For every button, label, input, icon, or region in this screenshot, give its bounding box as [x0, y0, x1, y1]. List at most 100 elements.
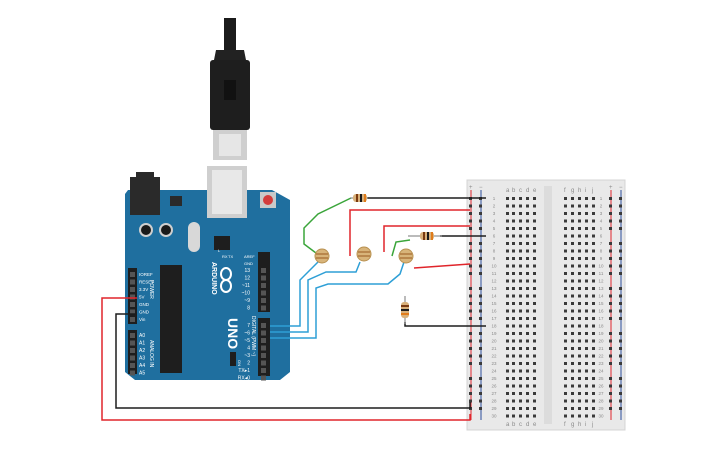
- breadboard-hole[interactable]: [506, 204, 509, 208]
- breadboard-hole[interactable]: [592, 227, 595, 230]
- breadboard-hole[interactable]: [526, 309, 529, 313]
- breadboard-hole[interactable]: [519, 242, 522, 245]
- breadboard-hole[interactable]: [519, 264, 522, 268]
- rail-hole[interactable]: [469, 212, 472, 215]
- breadboard-hole[interactable]: [585, 339, 588, 343]
- breadboard-hole[interactable]: [512, 347, 515, 350]
- breadboard-hole[interactable]: [585, 249, 588, 253]
- analog-pin[interactable]: [130, 363, 135, 368]
- breadboard-hole[interactable]: [578, 294, 581, 298]
- breadboard-hole[interactable]: [564, 204, 567, 208]
- breadboard-hole[interactable]: [571, 332, 574, 335]
- breadboard-hole[interactable]: [506, 317, 509, 320]
- breadboard-hole[interactable]: [506, 227, 509, 230]
- rail-hole[interactable]: [479, 227, 482, 230]
- breadboard-hole[interactable]: [506, 392, 509, 395]
- breadboard-hole[interactable]: [592, 242, 595, 245]
- rail-hole[interactable]: [609, 249, 612, 253]
- rail-hole[interactable]: [469, 384, 472, 388]
- breadboard-hole[interactable]: [564, 392, 567, 395]
- breadboard-hole[interactable]: [506, 324, 509, 328]
- rail-hole[interactable]: [619, 354, 622, 358]
- breadboard-hole[interactable]: [564, 242, 567, 245]
- breadboard-hole[interactable]: [526, 272, 529, 275]
- breadboard-hole[interactable]: [533, 414, 536, 418]
- breadboard-hole[interactable]: [564, 317, 567, 320]
- breadboard-hole[interactable]: [564, 287, 567, 290]
- breadboard-hole[interactable]: [512, 287, 515, 290]
- breadboard-hole[interactable]: [526, 392, 529, 395]
- wire-5v-red[interactable]: [101, 297, 471, 421]
- breadboard-hole[interactable]: [571, 362, 574, 365]
- rail-hole[interactable]: [619, 272, 622, 275]
- rail-hole[interactable]: [609, 399, 612, 403]
- breadboard-hole[interactable]: [519, 257, 522, 260]
- breadboard-hole[interactable]: [571, 287, 574, 290]
- rail-hole[interactable]: [479, 339, 482, 343]
- digital-pin[interactable]: [261, 360, 266, 366]
- breadboard-hole[interactable]: [585, 332, 588, 335]
- breadboard-hole[interactable]: [592, 309, 595, 313]
- breadboard-hole[interactable]: [578, 309, 581, 313]
- rail-hole[interactable]: [609, 294, 612, 298]
- rail-hole[interactable]: [469, 272, 472, 275]
- rail-hole[interactable]: [619, 227, 622, 230]
- breadboard-hole[interactable]: [571, 354, 574, 358]
- rail-hole[interactable]: [469, 287, 472, 290]
- breadboard-hole[interactable]: [519, 407, 522, 410]
- breadboard-hole[interactable]: [592, 294, 595, 298]
- analog-pin[interactable]: [130, 333, 135, 338]
- breadboard-hole[interactable]: [506, 287, 509, 290]
- rail-hole[interactable]: [479, 399, 482, 403]
- power-pin[interactable]: [130, 279, 135, 285]
- breadboard-hole[interactable]: [578, 212, 581, 215]
- breadboard-hole[interactable]: [506, 249, 509, 253]
- rail-hole[interactable]: [469, 219, 472, 223]
- rail-hole[interactable]: [619, 347, 622, 350]
- breadboard-hole[interactable]: [519, 234, 522, 238]
- breadboard-hole[interactable]: [585, 272, 588, 275]
- rail-hole[interactable]: [609, 212, 612, 215]
- rail-hole[interactable]: [479, 264, 482, 268]
- breadboard-hole[interactable]: [506, 369, 509, 373]
- breadboard-hole[interactable]: [526, 212, 529, 215]
- rail-hole[interactable]: [609, 347, 612, 350]
- breadboard-hole[interactable]: [592, 324, 595, 328]
- breadboard-hole[interactable]: [506, 212, 509, 215]
- usb-cable[interactable]: [210, 18, 250, 160]
- breadboard-hole[interactable]: [585, 392, 588, 395]
- rail-hole[interactable]: [609, 384, 612, 388]
- breadboard-hole[interactable]: [585, 242, 588, 245]
- power-pin[interactable]: [130, 272, 135, 277]
- breadboard-hole[interactable]: [519, 227, 522, 230]
- breadboard-hole[interactable]: [533, 339, 536, 343]
- breadboard-hole[interactable]: [592, 339, 595, 343]
- breadboard-hole[interactable]: [512, 219, 515, 223]
- breadboard-hole[interactable]: [564, 414, 567, 418]
- breadboard-hole[interactable]: [564, 257, 567, 260]
- rail-hole[interactable]: [609, 197, 612, 200]
- breadboard-hole[interactable]: [519, 339, 522, 343]
- breadboard-hole[interactable]: [571, 294, 574, 298]
- breadboard-hole[interactable]: [526, 302, 529, 305]
- breadboard-hole[interactable]: [519, 414, 522, 418]
- breadboard-hole[interactable]: [533, 399, 536, 403]
- breadboard-hole[interactable]: [526, 339, 529, 343]
- breadboard-hole[interactable]: [578, 414, 581, 418]
- breadboard-hole[interactable]: [592, 384, 595, 388]
- breadboard-hole[interactable]: [512, 407, 515, 410]
- breadboard-hole[interactable]: [512, 369, 515, 373]
- rail-hole[interactable]: [479, 212, 482, 215]
- rail-hole[interactable]: [479, 249, 482, 253]
- photoresistor[interactable]: [314, 248, 330, 264]
- digital-pin[interactable]: [261, 338, 266, 343]
- rail-hole[interactable]: [479, 309, 482, 313]
- breadboard-hole[interactable]: [512, 339, 515, 343]
- rail-hole[interactable]: [469, 392, 472, 395]
- breadboard-hole[interactable]: [578, 369, 581, 373]
- breadboard-hole[interactable]: [592, 272, 595, 275]
- digital-pin[interactable]: [261, 290, 266, 296]
- breadboard-hole[interactable]: [519, 399, 522, 403]
- breadboard-hole[interactable]: [512, 354, 515, 358]
- rail-hole[interactable]: [619, 392, 622, 395]
